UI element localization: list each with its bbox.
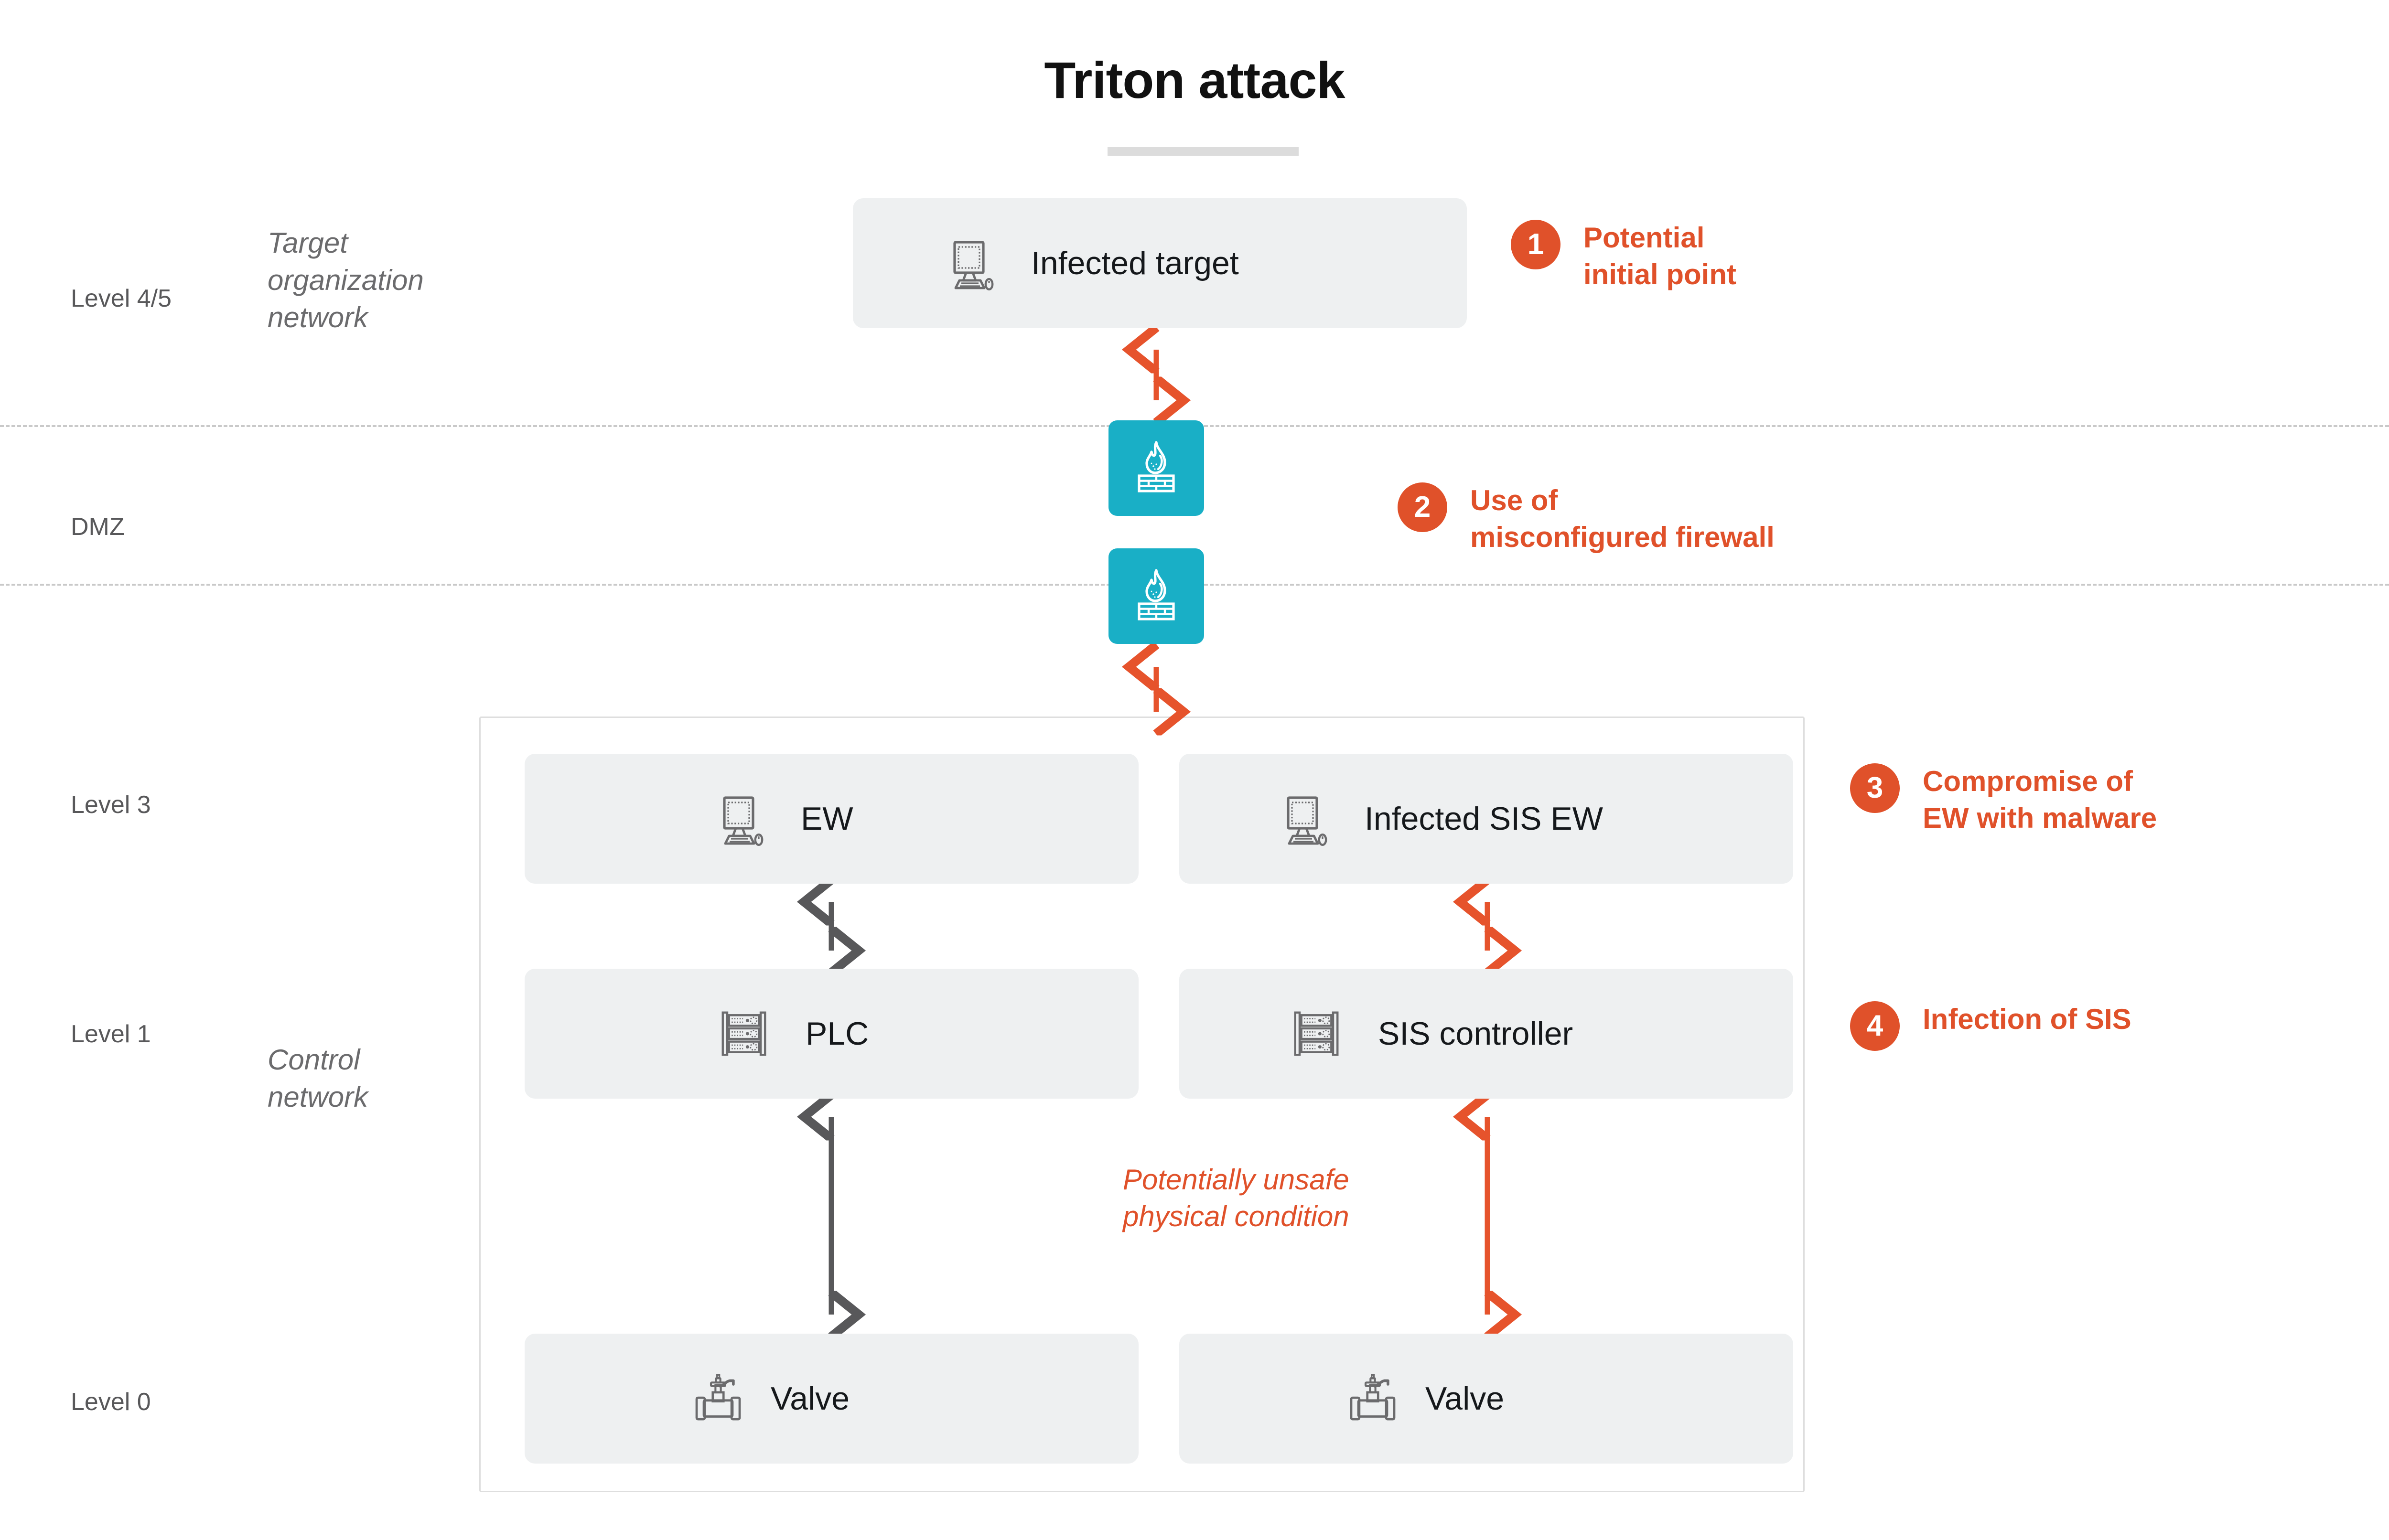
node-card-valve-right[interactable]: Valve [1179, 1334, 1793, 1464]
computer-icon [1275, 788, 1336, 849]
step-annotation-4: 4 Infection of SIS [1850, 1001, 2131, 1051]
level-label-4-5: Level 4/5 [71, 285, 172, 312]
firewall-flame-brick-icon [1126, 565, 1187, 628]
node-card-infected-target[interactable]: Infected target [853, 198, 1467, 328]
step-badge-2: 2 [1398, 482, 1447, 532]
annotation-unsafe-physical-condition: Potentially unsafe physical condition [1123, 1164, 1349, 1232]
step-text-3: Compromise of EW with malware [1923, 765, 2157, 834]
node-label-infected-sis-ew: Infected SIS EW [1365, 801, 1603, 837]
valve-icon [1344, 1370, 1401, 1427]
node-label-plc: PLC [806, 1016, 869, 1052]
step-annotation-3: 3 Compromise of EW with malware [1850, 763, 2157, 837]
firewall-flame-brick-icon [1126, 437, 1187, 500]
firewall-tile-bottom[interactable] [1108, 548, 1204, 644]
node-label-infected-target: Infected target [1031, 245, 1239, 281]
firewall-tile-top[interactable] [1108, 420, 1204, 516]
page-title: Triton attack [1044, 51, 1345, 109]
step-badge-4: 4 [1850, 1001, 1900, 1051]
node-card-valve-left[interactable]: Valve [525, 1334, 1139, 1464]
node-card-ew[interactable]: EW [525, 754, 1139, 884]
step-badge-1: 1 [1511, 220, 1560, 269]
valve-icon [689, 1370, 747, 1427]
zone-label-target-organization-network: Target organization network [268, 227, 424, 333]
step-text-1: Potential initial point [1583, 222, 1736, 290]
step-annotation-1: 1 Potential initial point [1511, 220, 1736, 293]
level-label-dmz: DMZ [71, 513, 125, 541]
plc-rack-icon [716, 1005, 772, 1062]
computer-icon [941, 233, 1002, 294]
plc-rack-icon [1288, 1005, 1345, 1062]
node-label-ew: EW [801, 801, 853, 837]
node-card-infected-sis-ew[interactable]: Infected SIS EW [1179, 754, 1793, 884]
node-label-valve-left: Valve [771, 1380, 850, 1417]
node-label-sis-controller: SIS controller [1378, 1016, 1573, 1052]
step-text-4: Infection of SIS [1923, 1003, 2131, 1035]
computer-icon [711, 788, 772, 849]
level-label-0: Level 0 [71, 1388, 151, 1416]
node-label-valve-right: Valve [1425, 1380, 1505, 1417]
node-card-sis-controller[interactable]: SIS controller [1179, 969, 1793, 1099]
zone-label-control-network: Control network [268, 1044, 368, 1113]
level-label-1: Level 1 [71, 1020, 151, 1048]
step-badge-3: 3 [1850, 763, 1900, 813]
level-label-3: Level 3 [71, 791, 151, 819]
step-annotation-2: 2 Use of misconfigured firewall [1398, 482, 1775, 556]
step-text-2: Use of misconfigured firewall [1470, 484, 1775, 553]
title-underline-rule [1108, 147, 1299, 156]
node-card-plc[interactable]: PLC [525, 969, 1139, 1099]
